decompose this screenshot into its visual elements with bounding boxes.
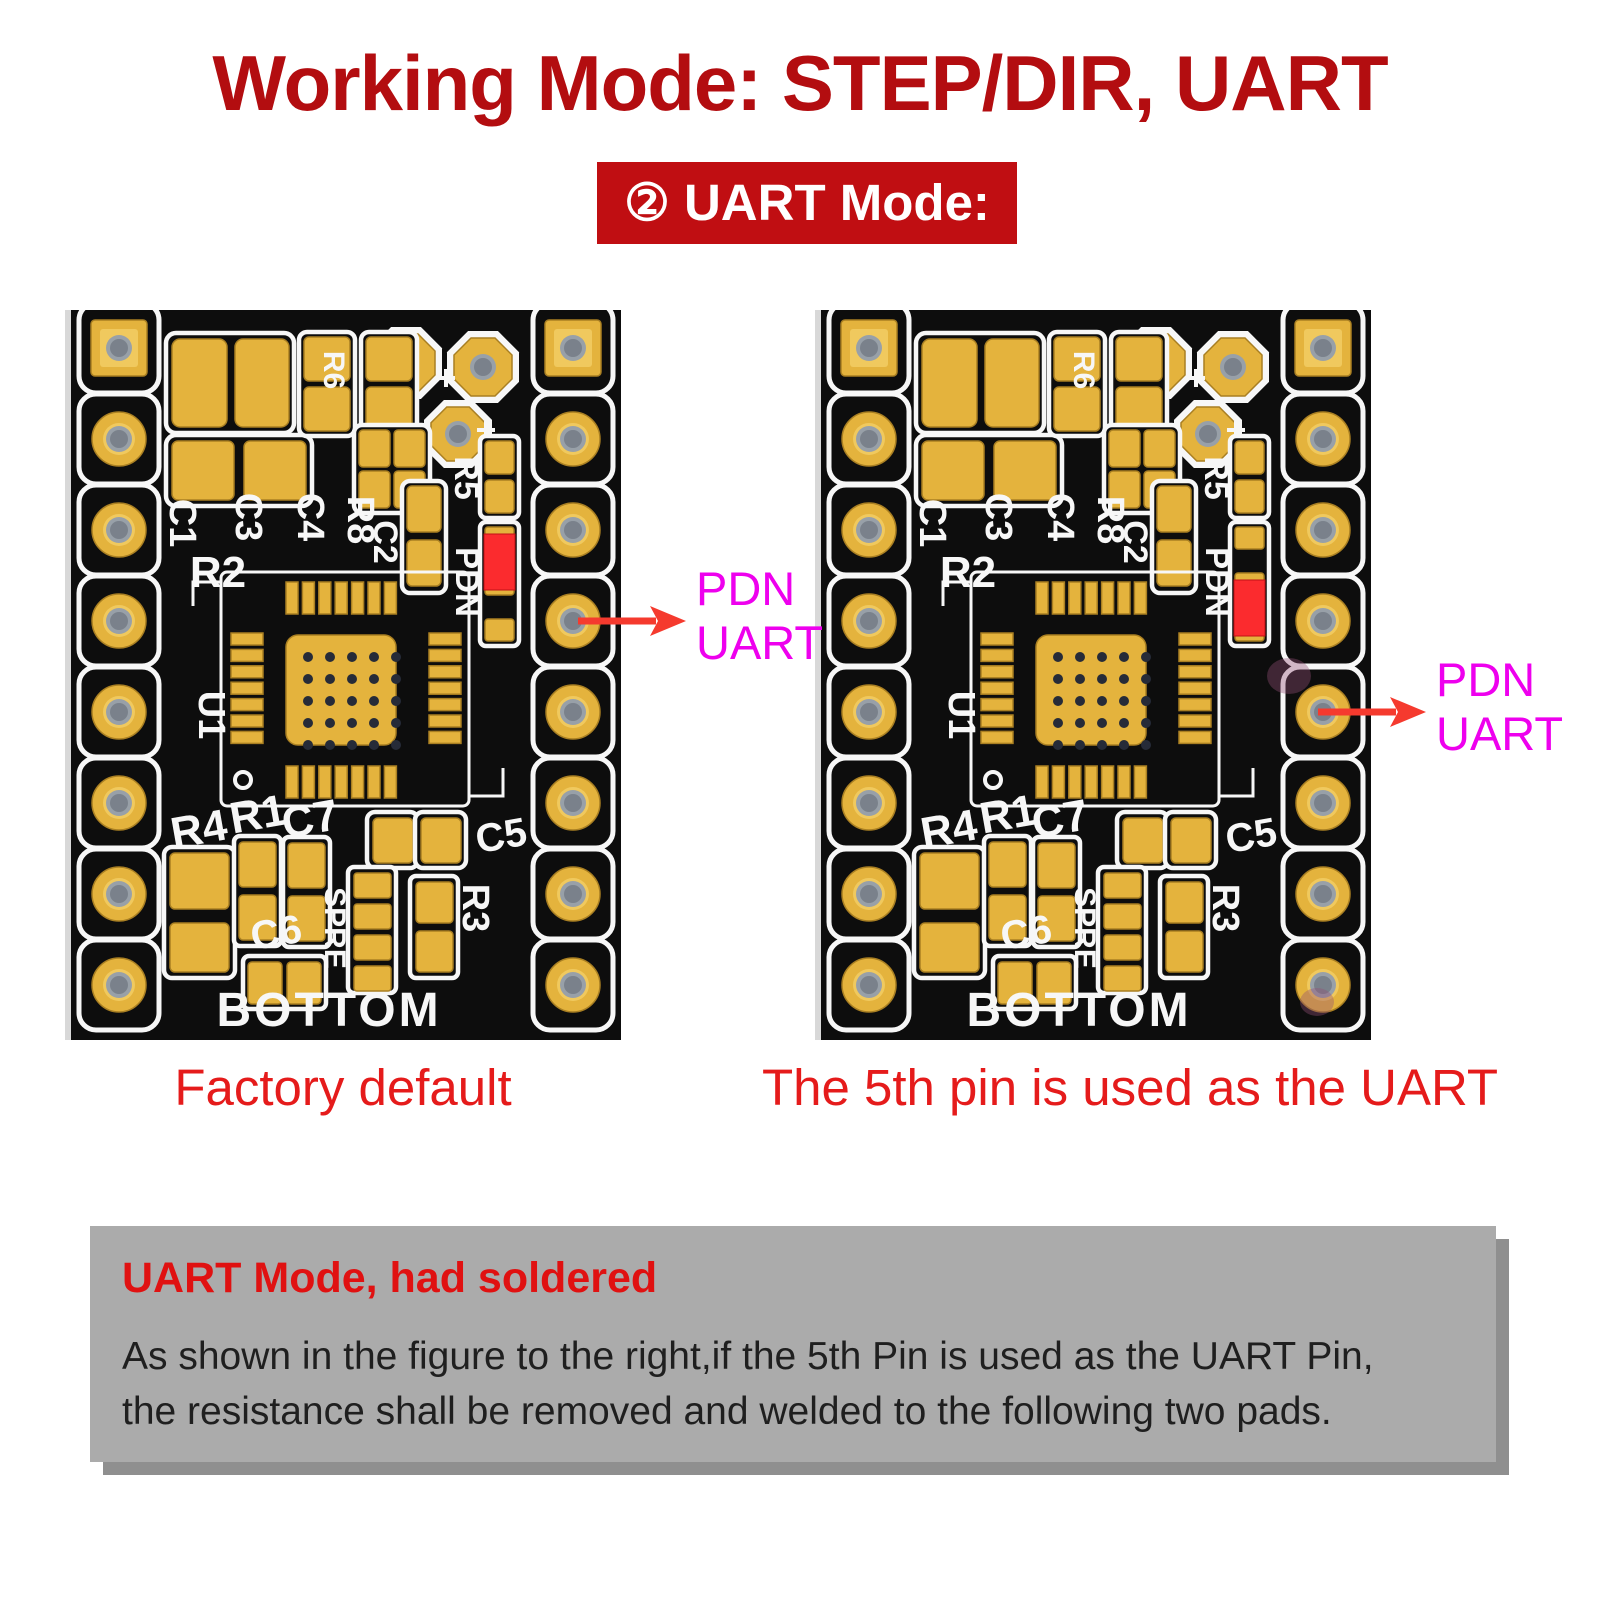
pdn-uart-annotation-right: PDN UART bbox=[1318, 653, 1563, 761]
info-box-line1: As shown in the figure to the right,if t… bbox=[122, 1335, 1374, 1378]
silkscreen-label-bottom: BOTTOM bbox=[216, 984, 441, 1037]
res-r5-footprint bbox=[1227, 433, 1272, 521]
pcb-board-photo: C1 C3 C4 R8 R2 R6 C2 R5 PDN U1 R4 R1 C7 … bbox=[821, 310, 1371, 1040]
caption-factory-default: Factory default bbox=[174, 1059, 512, 1116]
res-r4-footprint bbox=[911, 844, 988, 981]
qfn-chip-footprint bbox=[191, 570, 505, 808]
res-r1-footprint bbox=[981, 833, 1034, 949]
silkscreen-label-c5: C5 bbox=[1222, 810, 1280, 862]
cap-c7-footprint bbox=[280, 834, 333, 950]
cap-c4-footprint bbox=[1108, 329, 1170, 439]
silkscreen-label-c6: C6 bbox=[997, 907, 1055, 959]
plus-silkscreen-marks bbox=[437, 369, 495, 439]
silkscreen-label-r1: R1 bbox=[976, 785, 1040, 843]
silkscreen-label-pdn: PDN bbox=[449, 547, 486, 617]
pdn-resistor-red bbox=[1233, 579, 1266, 637]
pdn-uart-label: PDN UART bbox=[1436, 653, 1563, 761]
res-r2-footprint bbox=[913, 432, 1065, 509]
spre-jumper-footprint bbox=[345, 864, 399, 996]
cap-c3-footprint bbox=[296, 329, 358, 439]
pdn-jumper-footprint bbox=[477, 519, 522, 649]
page-title: Working Mode: STEP/DIR, UART bbox=[212, 39, 1388, 127]
pdn-label-line1: PDN bbox=[1436, 653, 1536, 706]
cap-c1-footprint bbox=[913, 330, 1047, 436]
silkscreen-label-u1: U1 bbox=[940, 691, 982, 740]
silkscreen-label-c1: C1 bbox=[161, 499, 203, 548]
pdn-uart-annotation-left: PDN UART bbox=[578, 562, 823, 670]
pcb-photo-uart-mode: C1 C3 C4 R8 R2 R6 C2 R5 PDN U1 R4 R1 C7 … bbox=[815, 310, 1371, 1040]
cap-c6-footprint bbox=[990, 953, 1079, 1012]
silkscreen-label-c2: C2 bbox=[366, 520, 404, 563]
silkscreen-label-r5: R5 bbox=[1197, 456, 1235, 499]
silkscreen-label-c3: C3 bbox=[977, 493, 1019, 542]
silkscreen-label-r6: R6 bbox=[1067, 351, 1100, 389]
cap-c4-footprint bbox=[358, 329, 420, 439]
spre-jumper-footprint bbox=[1095, 864, 1149, 996]
pcb-board-photo: C1 C3 C4 R8 R2 R6 C2 R5 PDN U1 R4 R1 C7 … bbox=[71, 310, 621, 1040]
pin-header-pad-columns bbox=[76, 310, 616, 1033]
cap-c3-footprint bbox=[1046, 329, 1108, 439]
pdn-resistor-red bbox=[483, 533, 516, 591]
info-box-title: UART Mode, had soldered bbox=[122, 1254, 658, 1302]
info-box-line2: the resistance shall be removed and weld… bbox=[122, 1390, 1332, 1433]
pin1-marker-dot bbox=[233, 770, 253, 790]
res-r3-footprint bbox=[1157, 873, 1211, 981]
silkscreen-label-r1: R1 bbox=[226, 785, 290, 843]
cap-c2-footprint bbox=[399, 478, 449, 596]
red-arrow-icon bbox=[578, 606, 686, 636]
red-arrow-icon bbox=[1318, 697, 1426, 727]
silkscreen-label-r3: R3 bbox=[1204, 884, 1246, 933]
silkscreen-label-c5: C5 bbox=[472, 810, 530, 862]
info-box: UART Mode, had soldered As shown in the … bbox=[90, 1226, 1496, 1462]
silkscreen-label-r4: R4 bbox=[167, 800, 231, 858]
cap-c1-footprint bbox=[163, 330, 297, 436]
silkscreen-label-r8: R8 bbox=[339, 496, 381, 545]
silkscreen-label-spre: SPRE bbox=[318, 887, 351, 969]
silkscreen-label-r2: R2 bbox=[190, 548, 246, 597]
pdn-jumper-footprint bbox=[1227, 519, 1272, 649]
pdn-label-line2: UART bbox=[1436, 707, 1564, 760]
silkscreen-label-r6: R6 bbox=[317, 351, 350, 389]
cap-c2-footprint bbox=[1149, 478, 1199, 596]
silkscreen-label-r2: R2 bbox=[940, 548, 996, 597]
silkscreen-label-c4: C4 bbox=[1039, 493, 1081, 542]
silkscreen-label-r4: R4 bbox=[917, 800, 981, 858]
pdn-uart-label: PDN UART bbox=[696, 562, 823, 670]
res-r4-footprint bbox=[161, 844, 238, 981]
pdn-label-line1: PDN bbox=[696, 562, 796, 615]
silkscreen-label-pdn: PDN bbox=[1199, 547, 1236, 617]
qfn-pads-and-vias bbox=[230, 581, 462, 799]
res-r2-footprint bbox=[163, 432, 315, 509]
pcb-photo-factory-default: C1 C3 C4 R8 R2 R6 C2 R5 PDN U1 R4 R1 C7 … bbox=[65, 310, 621, 1040]
caption-uart-mode: The 5th pin is used as the UART bbox=[761, 1059, 1499, 1116]
silkscreen-label-r5: R5 bbox=[447, 456, 485, 499]
silkscreen-label-r3: R3 bbox=[454, 884, 496, 933]
silkscreen-label-c1: C1 bbox=[911, 499, 953, 548]
cap-c7-footprint bbox=[1030, 834, 1083, 950]
silkscreen-label-c7: C7 bbox=[1028, 790, 1092, 848]
silkscreen-label-spre: SPRE bbox=[1068, 887, 1101, 969]
silkscreen-label-u1: U1 bbox=[190, 691, 232, 740]
qfn-pads-and-vias bbox=[980, 581, 1212, 799]
cap-c5-footprint bbox=[1114, 809, 1219, 871]
silkscreen-label-c3: C3 bbox=[227, 493, 269, 542]
pin1-marker-dot bbox=[983, 770, 1003, 790]
res-r5-footprint bbox=[477, 433, 522, 521]
pdn-label-line2: UART bbox=[696, 616, 824, 669]
silkscreen-label-r8: R8 bbox=[1089, 496, 1131, 545]
pin-header-pad-columns bbox=[826, 310, 1366, 1033]
qfn-chip-footprint bbox=[941, 570, 1255, 808]
silkscreen-label-c7: C7 bbox=[278, 790, 342, 848]
cap-c6-footprint bbox=[240, 953, 329, 1012]
uart-mode-banner: ② UART Mode: bbox=[597, 162, 1017, 244]
silkscreen-label-c2: C2 bbox=[1116, 520, 1154, 563]
cap-c5-footprint bbox=[364, 809, 469, 871]
res-r3-footprint bbox=[407, 873, 461, 981]
silkscreen-label-bottom: BOTTOM bbox=[966, 984, 1191, 1037]
silkscreen-label-c4: C4 bbox=[289, 493, 331, 542]
silkscreen-label-c6: C6 bbox=[247, 907, 305, 959]
